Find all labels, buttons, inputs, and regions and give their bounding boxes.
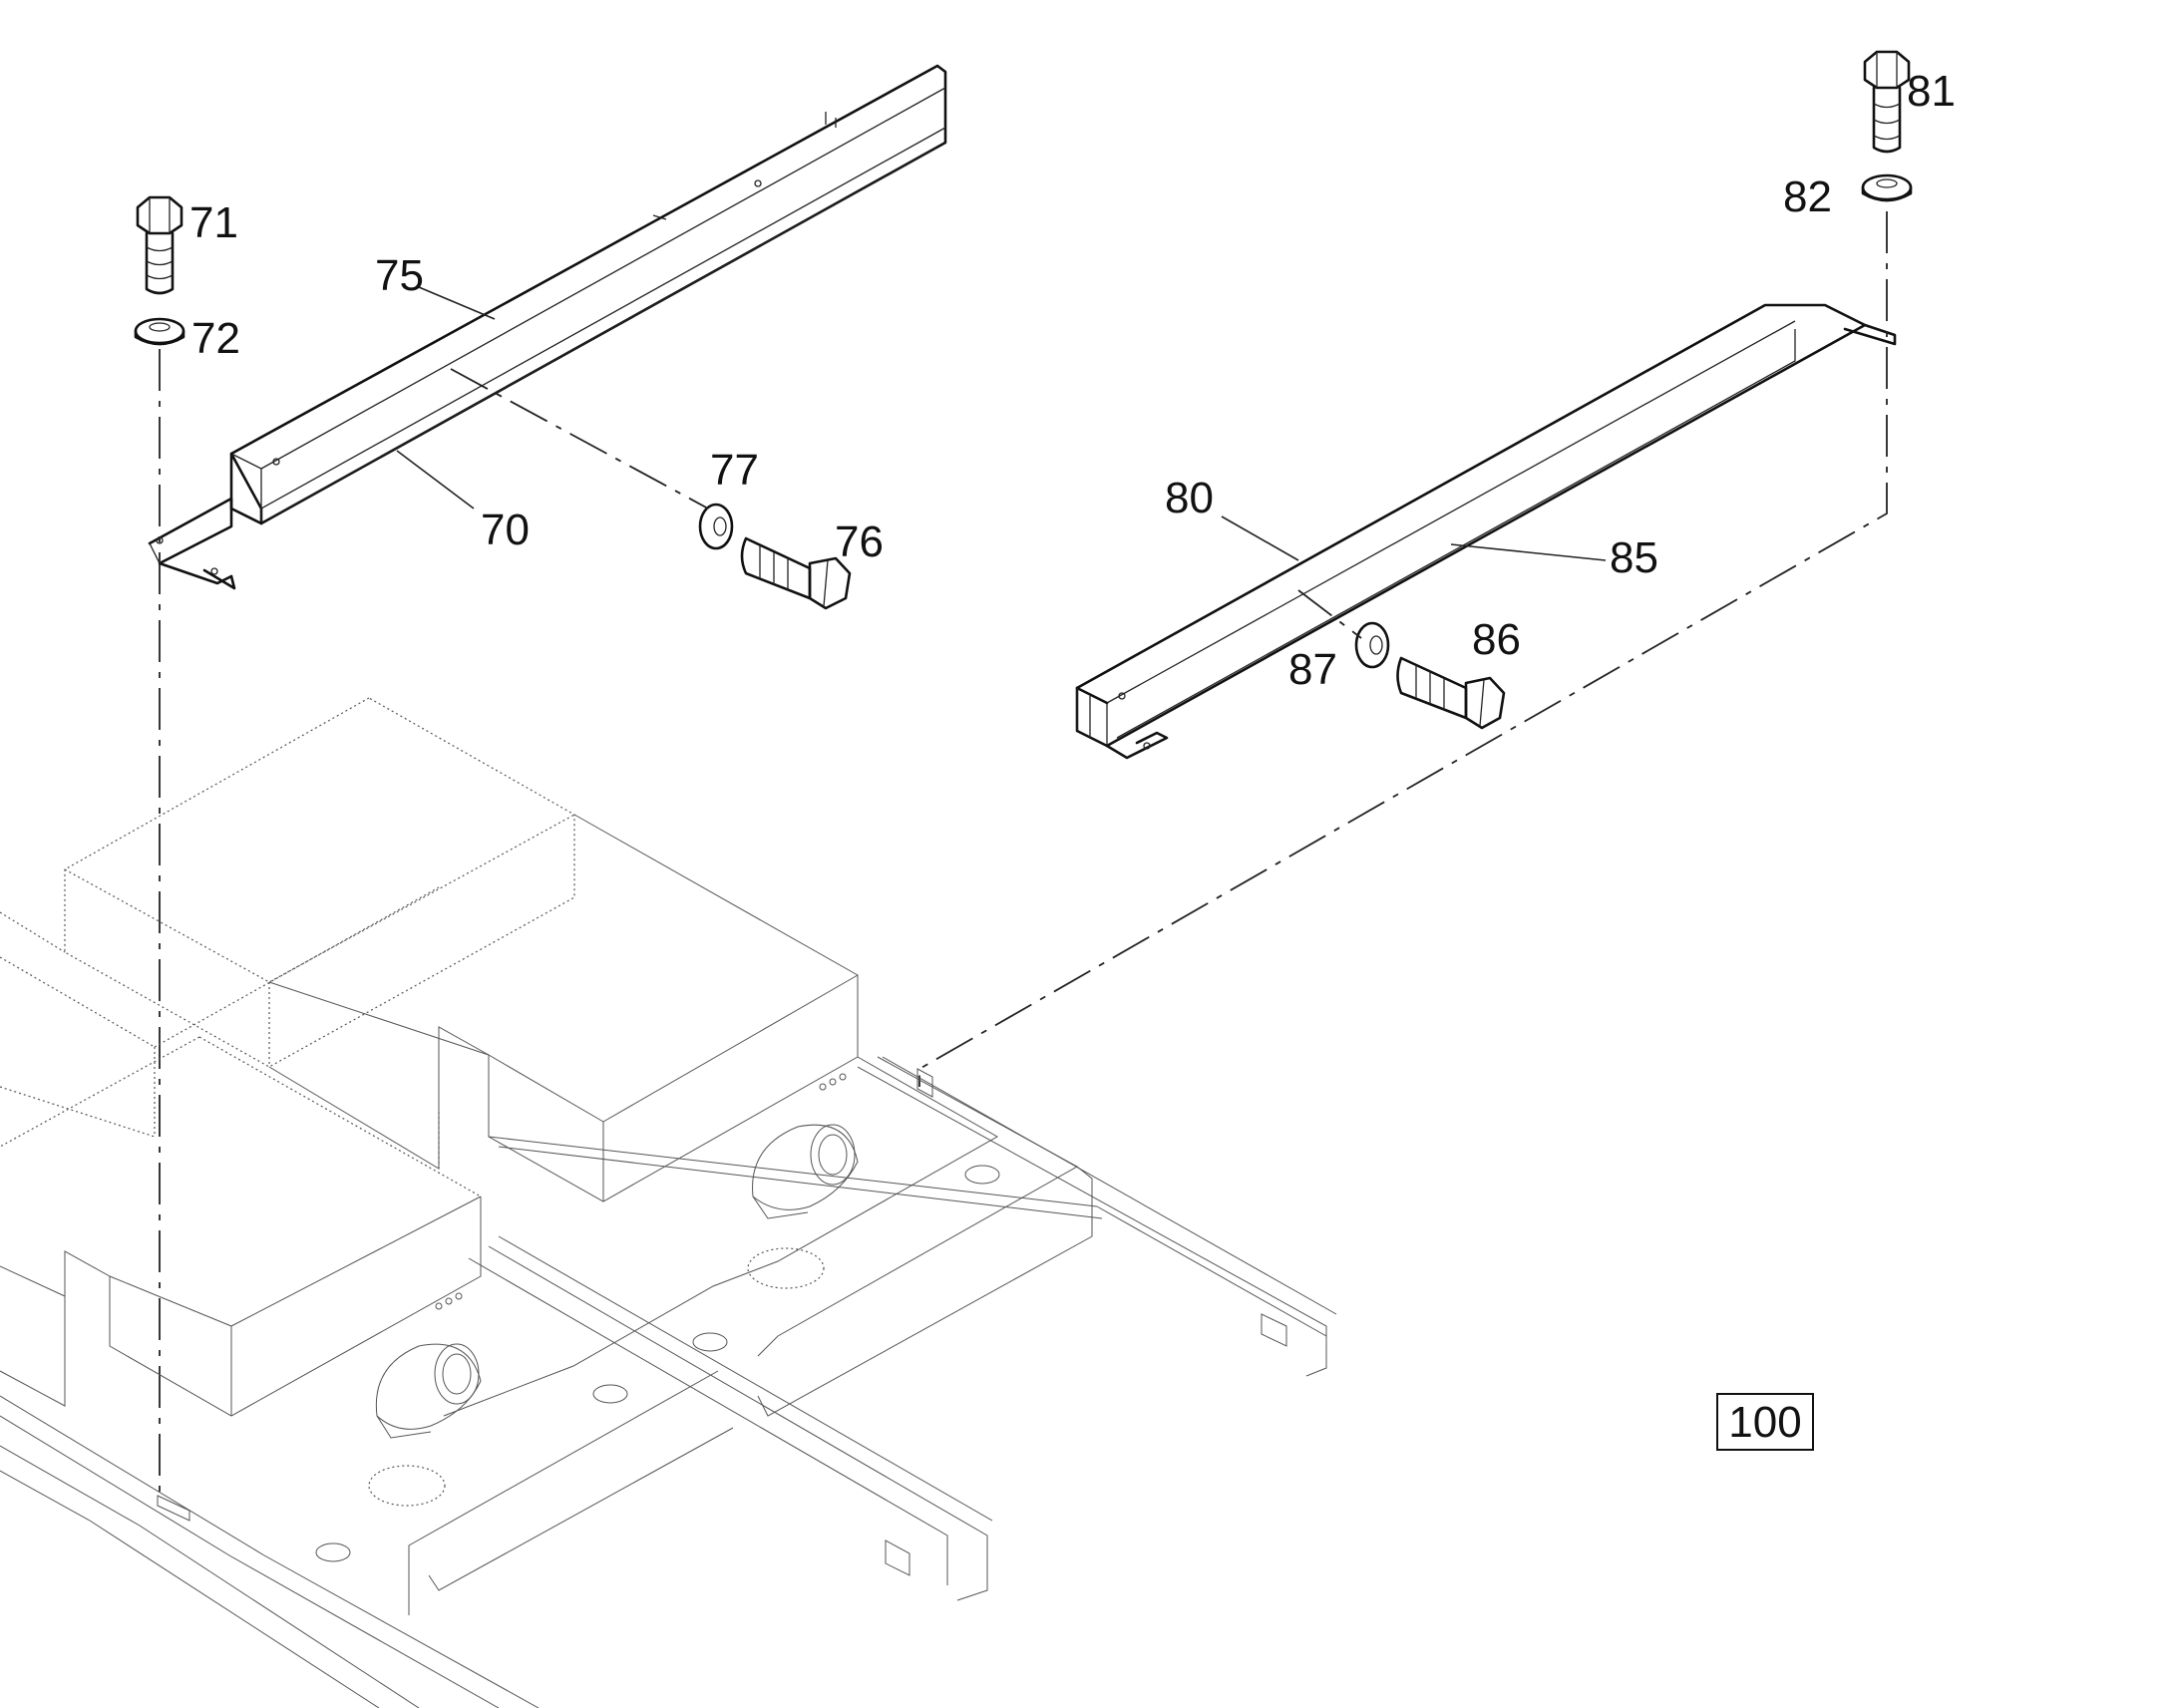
washer-82 [1861, 173, 1913, 202]
figure-number: 100 [1728, 1398, 1801, 1447]
callout-85: 85 [1610, 533, 1658, 582]
callout-80: 80 [1165, 474, 1214, 522]
callout-81: 81 [1907, 67, 1956, 116]
callout-76: 76 [835, 517, 884, 566]
callout-86: 86 [1472, 615, 1521, 664]
washer-72 [134, 317, 185, 346]
washer-77 [698, 503, 734, 550]
callout-75: 75 [375, 251, 424, 300]
bolt-71 [136, 195, 183, 295]
callout-labels: 71 72 75 70 77 76 81 82 80 85 86 87 [189, 67, 1956, 694]
callout-71: 71 [189, 198, 238, 247]
callout-77: 77 [710, 446, 759, 495]
base-assembly [0, 697, 1337, 1708]
bolt-86 [1396, 656, 1506, 730]
assembly-centerlines [159, 211, 1888, 1496]
figure-number-box: 100 [1716, 1393, 1814, 1451]
callout-87: 87 [1288, 645, 1337, 694]
callout-82: 82 [1783, 172, 1832, 221]
left-rail-assembly [148, 64, 947, 590]
callout-72: 72 [191, 314, 240, 363]
right-rail-assembly [1075, 303, 1897, 760]
callout-70: 70 [481, 506, 530, 554]
bolt-76 [740, 536, 852, 610]
bolt-81 [1863, 50, 1911, 154]
leader-lines [396, 286, 1607, 561]
washer-87 [1354, 621, 1390, 669]
